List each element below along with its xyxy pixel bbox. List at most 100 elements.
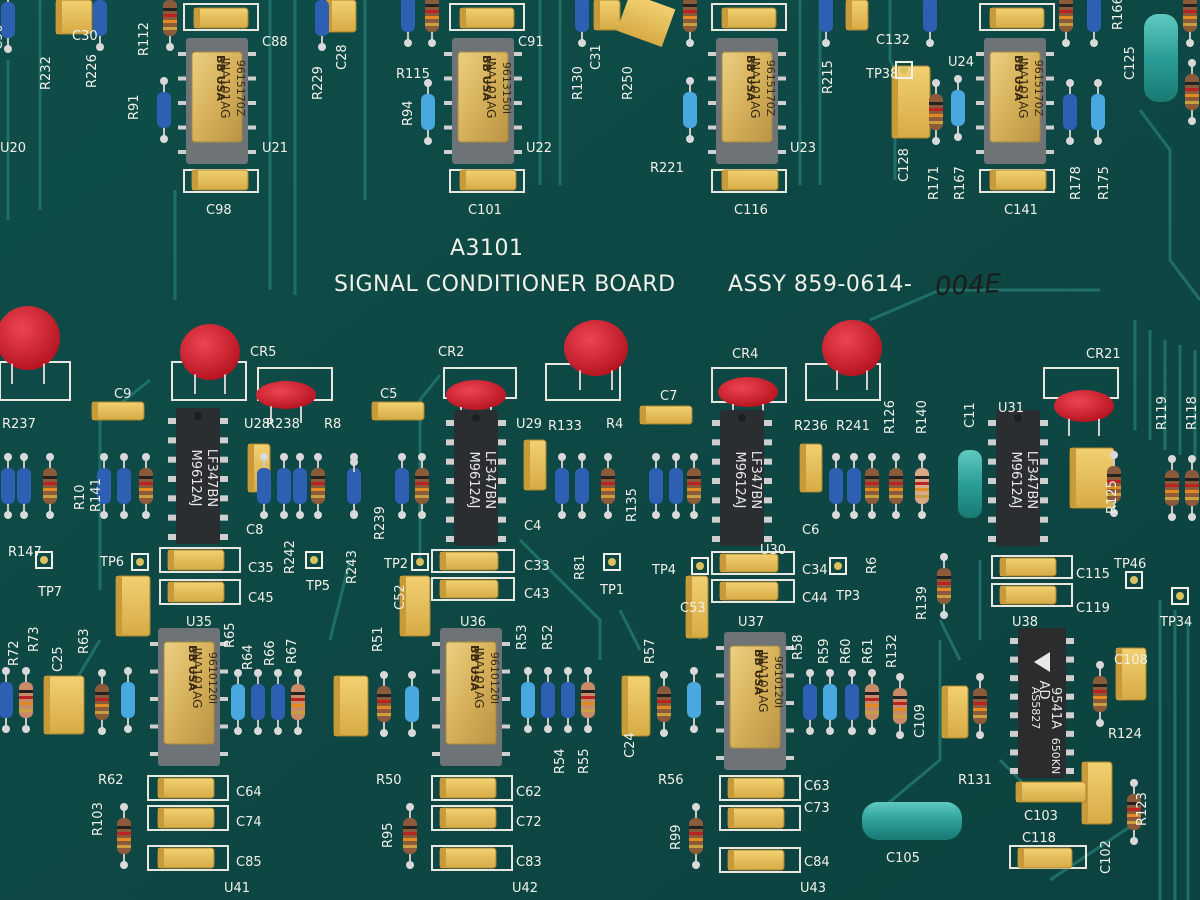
refdes-label: R139 [915, 586, 930, 620]
refdes-label: C102 [1099, 840, 1114, 874]
test-point [35, 551, 53, 569]
refdes-label: U23 [790, 141, 816, 156]
ic-pin [220, 752, 228, 756]
resistor [951, 75, 965, 141]
refdes-label: C34 [802, 563, 828, 578]
ic-pin [514, 150, 522, 154]
ic-pin [1040, 420, 1048, 426]
ic-lot-code: 9613150I [500, 62, 513, 114]
refdes-label: R167 [953, 166, 968, 200]
ic-pin [220, 697, 228, 701]
ic-pin [220, 514, 228, 521]
capacitor-band [440, 848, 446, 868]
test-point-pad [310, 556, 318, 564]
resistor-body [951, 90, 965, 126]
ic-pin [1040, 458, 1048, 465]
color-band [1185, 82, 1199, 85]
ic-part-number: LF347BN [204, 449, 219, 507]
resistor-body [19, 682, 33, 718]
ic-pin [764, 439, 772, 446]
solder-pad [4, 453, 12, 461]
ic-pin [778, 101, 786, 105]
refdes-label: U43 [800, 881, 826, 896]
solder-pad [558, 511, 566, 519]
ic-notch [1014, 414, 1022, 422]
capacitor-body [157, 807, 215, 829]
ic-pin [1010, 638, 1018, 644]
color-band [1093, 690, 1107, 693]
ic-plastic-body [720, 410, 764, 546]
refdes-label: TP1 [599, 583, 624, 598]
tantalum-capacitor [616, 0, 676, 48]
refdes-label: R215 [821, 60, 836, 94]
refdes-label: C74 [236, 815, 262, 830]
refdes-label: R52 [541, 624, 556, 650]
color-band [291, 692, 305, 695]
ic-pin [446, 439, 454, 446]
resistor-body [669, 468, 683, 504]
ic-date-code: M9612AJ [188, 449, 203, 506]
capacitor-band [400, 576, 406, 636]
resistor-body [139, 468, 153, 504]
ic-pin [712, 458, 720, 465]
refdes-label: C53 [680, 601, 706, 616]
ic-pin [786, 646, 794, 650]
ic-pin [778, 125, 786, 130]
refdes-label: R132 [885, 634, 900, 668]
resistor [929, 79, 943, 145]
tantalum-capacitor [1069, 447, 1115, 509]
ic-pin [498, 420, 506, 426]
ic-pin [220, 534, 228, 540]
resistor-body [657, 686, 671, 722]
resistor [915, 453, 929, 519]
color-band [1093, 696, 1107, 699]
varistor-body [0, 306, 60, 370]
solder-pad [578, 453, 586, 461]
solder-pad [926, 39, 934, 47]
test-point [895, 61, 913, 79]
capacitor-body [999, 585, 1057, 605]
solder-pad [418, 453, 426, 461]
ic-pin [1010, 712, 1018, 719]
refdes-label: R237 [2, 417, 36, 432]
solder-pad [1110, 451, 1118, 459]
refdes-label: R243 [345, 550, 360, 584]
resistor-body [1165, 470, 1179, 506]
solder-pad [806, 727, 814, 735]
ic-pin [248, 125, 256, 130]
solder-pad [350, 458, 358, 466]
color-band [915, 495, 929, 498]
resistor [555, 453, 569, 519]
refdes-label: R6 [865, 557, 880, 574]
capacitor-body [91, 401, 145, 421]
resistor [923, 0, 937, 47]
resistor [19, 667, 33, 733]
tantalum-capacitor [371, 401, 425, 421]
refdes-label: R50 [376, 773, 402, 788]
tantalum-capacitor [157, 777, 215, 799]
color-band [1183, 23, 1197, 26]
ic-plastic-body [996, 410, 1040, 546]
ic-pin [220, 724, 228, 729]
ic-part-number: INA101AG [1016, 58, 1030, 119]
capacitor-body [371, 401, 425, 421]
ic-pin [716, 673, 724, 678]
solder-pad [142, 511, 150, 519]
solder-pad [314, 453, 322, 461]
refdes-label: C28 [335, 44, 350, 70]
ic-pin [514, 76, 522, 81]
color-band [601, 488, 615, 491]
color-band [117, 838, 131, 841]
varistor-body [446, 380, 506, 410]
resistor [97, 453, 111, 519]
resistor-body [401, 0, 415, 32]
color-band [683, 23, 697, 26]
refdes-label: U36 [460, 615, 486, 630]
solder-pad [98, 727, 106, 735]
solder-pad [406, 861, 414, 869]
ic-pin [778, 150, 786, 154]
color-band [377, 700, 391, 703]
color-band [937, 576, 951, 579]
refdes-label: R171 [927, 166, 942, 200]
